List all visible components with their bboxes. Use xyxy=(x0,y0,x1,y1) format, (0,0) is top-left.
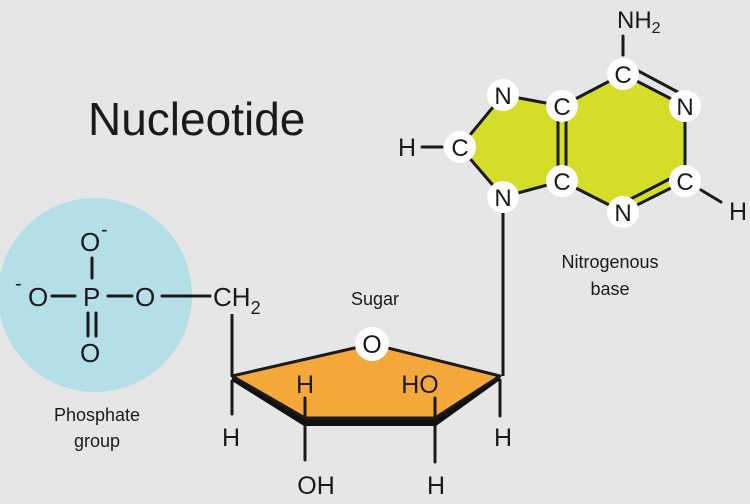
base-atom-n-five-top: N xyxy=(494,83,511,110)
base-atom-c-fused-bottom: C xyxy=(553,169,570,196)
sugar-ring xyxy=(230,342,502,420)
base-atom-c-five-left: C xyxy=(451,135,468,162)
base-atom-c-top: C xyxy=(614,62,631,89)
sugar-h-right: H xyxy=(494,424,512,452)
phosphate-p: P xyxy=(83,282,100,312)
base-atom-n-glycosidic: N xyxy=(494,185,511,212)
base-h-right: H xyxy=(729,198,747,226)
sugar-ho-inner: HO xyxy=(401,371,439,399)
six-membered-ring xyxy=(562,74,685,212)
base-atom-circles xyxy=(444,58,701,228)
phosphate-o-left: O xyxy=(28,282,48,312)
phosphate-o-bottom: O xyxy=(80,338,100,368)
sugar-ring-o-circle xyxy=(355,327,389,361)
sugar-ring-o: O xyxy=(362,331,381,359)
sugar-oh-bottom: OH xyxy=(297,472,335,500)
phosphate-group-label-line2: group xyxy=(74,431,120,451)
sugar-h-inner: H xyxy=(296,371,314,399)
base-atom-n-six-right: N xyxy=(676,94,693,121)
title: Nucleotide xyxy=(88,93,305,145)
base-atom-c-fused-top: C xyxy=(553,94,570,121)
phosphate-group-label-line1: Phosphate xyxy=(54,405,140,425)
nitrogenous-base-label-line1: Nitrogenous xyxy=(561,252,658,272)
phosphate-o-top-charge: - xyxy=(101,219,108,241)
phosphate-circle xyxy=(0,198,192,392)
sugar-bonds xyxy=(230,378,502,464)
phosphate-o-right: O xyxy=(135,282,155,312)
sugar-h-bottom: H xyxy=(427,472,445,500)
base-atom-n-six-bottom: N xyxy=(614,200,631,227)
phosphate-ch2: CH2 xyxy=(213,282,261,318)
phosphate-bonds xyxy=(50,256,212,338)
base-h-left: H xyxy=(398,134,416,162)
nitrogenous-base-label-line2: base xyxy=(590,279,629,299)
five-membered-ring xyxy=(460,95,562,197)
base-atom-c-six-bottom-right: C xyxy=(676,169,693,196)
sugar-label: Sugar xyxy=(351,289,399,309)
base-nh2: NH2 xyxy=(617,7,661,37)
phosphate-o-left-charge: - xyxy=(15,273,22,295)
phosphate-o-top: O xyxy=(80,227,100,257)
sugar-h-left: H xyxy=(222,424,240,452)
